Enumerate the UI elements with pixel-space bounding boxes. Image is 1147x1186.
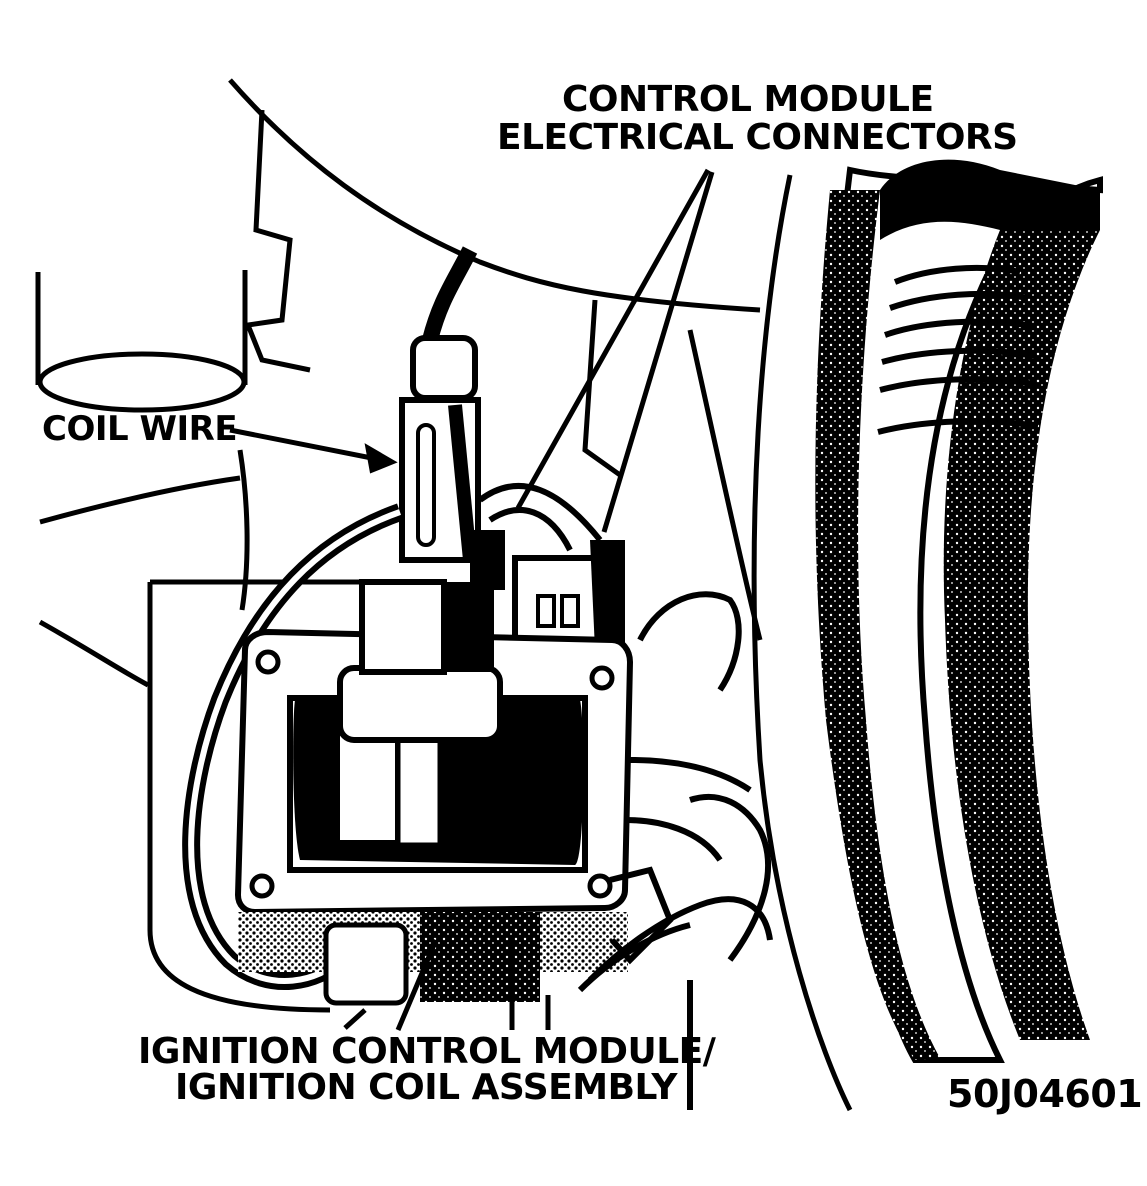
ignition-module-label-line2: IGNITION COIL ASSEMBLY xyxy=(175,1067,677,1108)
radiator-hose xyxy=(815,159,1103,1063)
ignition-coil-assembly xyxy=(234,579,634,1006)
reservoir-cylinder xyxy=(35,270,248,413)
wiring-harness xyxy=(577,591,773,1110)
electrical-connectors xyxy=(470,482,625,653)
control-module-label-line1: CONTROL MODULE xyxy=(562,79,934,120)
coil-wire xyxy=(399,246,481,563)
leader-lines xyxy=(229,168,715,1031)
ignition-module-label-line1: IGNITION CONTROL MODULE/ xyxy=(138,1031,716,1072)
coil-wire-label: COIL WIRE xyxy=(42,409,238,449)
coil-wire-loop-inner xyxy=(188,509,401,984)
left-panel-lines xyxy=(38,449,380,1013)
control-module-label-line2: ELECTRICAL CONNECTORS xyxy=(497,117,1018,158)
figure-code: 50J04601 xyxy=(947,1072,1143,1116)
